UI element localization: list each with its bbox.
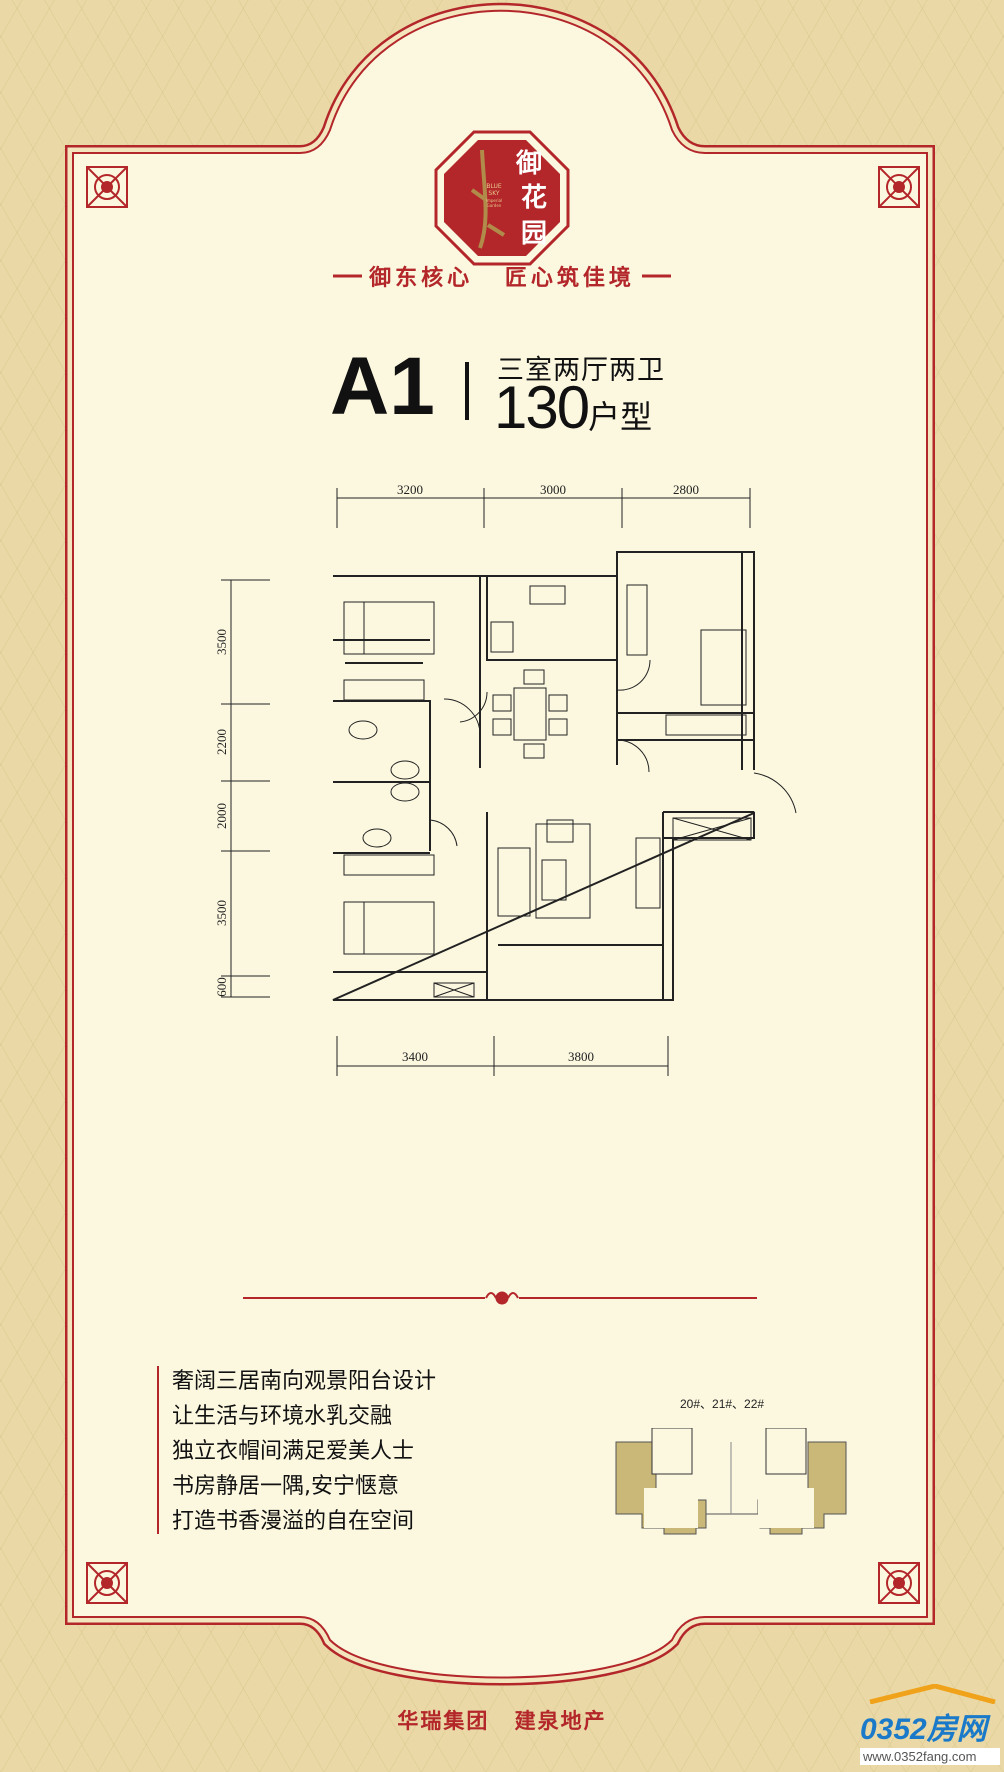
description-line: 书房静居一隅,安宁惬意: [172, 1474, 399, 1499]
description-line: 打造书香漫溢的自在空间: [172, 1509, 415, 1534]
developers: 华瑞集团 建泉地产: [0, 1705, 1004, 1735]
developer-2: 建泉地产: [514, 1709, 607, 1733]
watermark-url: www.0352fang.com: [860, 1748, 1000, 1765]
area-value: 130: [494, 374, 590, 441]
svg-text:Garden: Garden: [487, 203, 502, 208]
svg-text:Imperial: Imperial: [486, 198, 502, 203]
unit-area: 130户型: [494, 378, 652, 438]
description-line: 让生活与环境水乳交融: [172, 1404, 393, 1429]
tv-cabinet: [635, 837, 661, 909]
brand-logo: 御 花 园 BLUE SKY Imperial Garden: [434, 130, 570, 266]
top-dimension-line: [336, 488, 751, 528]
dim-left-2: 2200: [214, 729, 229, 755]
watermark-logo: 0352房网 www.0352fang.com: [860, 1684, 1000, 1765]
house-roof-icon: [869, 1684, 996, 1704]
dim-top-3: 2800: [673, 482, 699, 497]
unit-layout: 三室两厅两卫: [497, 355, 665, 386]
dim-left-1: 3500: [214, 629, 229, 655]
dim-top-1: 3200: [397, 482, 423, 497]
dim-top-2: 3000: [540, 482, 566, 497]
slogan: 御东核心 匠心筑佳境: [0, 260, 1004, 292]
ornamental-divider: [243, 1291, 757, 1305]
svg-text:园: 园: [521, 219, 547, 249]
description-line: 奢阔三居南向观景阳台设计: [172, 1369, 437, 1394]
description-line: 独立衣帽间满足爱美人士: [172, 1439, 415, 1464]
svg-text:御: 御: [515, 148, 542, 179]
bottom-dimension-line: [336, 1036, 669, 1076]
left-dimension-line: [221, 579, 270, 998]
watermark-name: 0352房网: [860, 1713, 987, 1746]
svg-text:SKY: SKY: [488, 190, 500, 197]
dining-table: [513, 687, 547, 741]
dim-bottom-2: 3800: [568, 1049, 594, 1064]
svg-text:BLUE: BLUE: [486, 183, 502, 190]
dim-left-4: 3500: [214, 900, 229, 926]
description-accent-bar: [157, 1366, 159, 1534]
area-suffix: 户型: [588, 398, 653, 436]
sofa: [497, 847, 531, 917]
bed-master: [343, 601, 435, 655]
key-plan: [615, 1428, 847, 1535]
title-separator: [465, 362, 469, 420]
bed-study: [700, 629, 747, 706]
svg-text:花: 花: [521, 183, 547, 213]
description: 奢阔三居南向观景阳台设计 让生活与环境水乳交融 独立衣帽间满足爱美人士 书房静居…: [172, 1364, 436, 1539]
slogan-part-1: 御东核心: [369, 266, 474, 291]
dim-left-5: 600: [214, 977, 229, 997]
bed-second: [343, 901, 435, 955]
coffee-table: [541, 859, 567, 901]
developer-1: 华瑞集团: [397, 1709, 490, 1733]
key-plan-buildings: 20#、21#、22#: [680, 1397, 765, 1411]
unit-code: A1: [330, 341, 435, 432]
corner-ornament-icon: [86, 166, 920, 1604]
dim-bottom-1: 3400: [402, 1049, 428, 1064]
slogan-part-2: 匠心筑佳境: [504, 266, 635, 291]
dim-left-3: 2000: [214, 803, 229, 829]
